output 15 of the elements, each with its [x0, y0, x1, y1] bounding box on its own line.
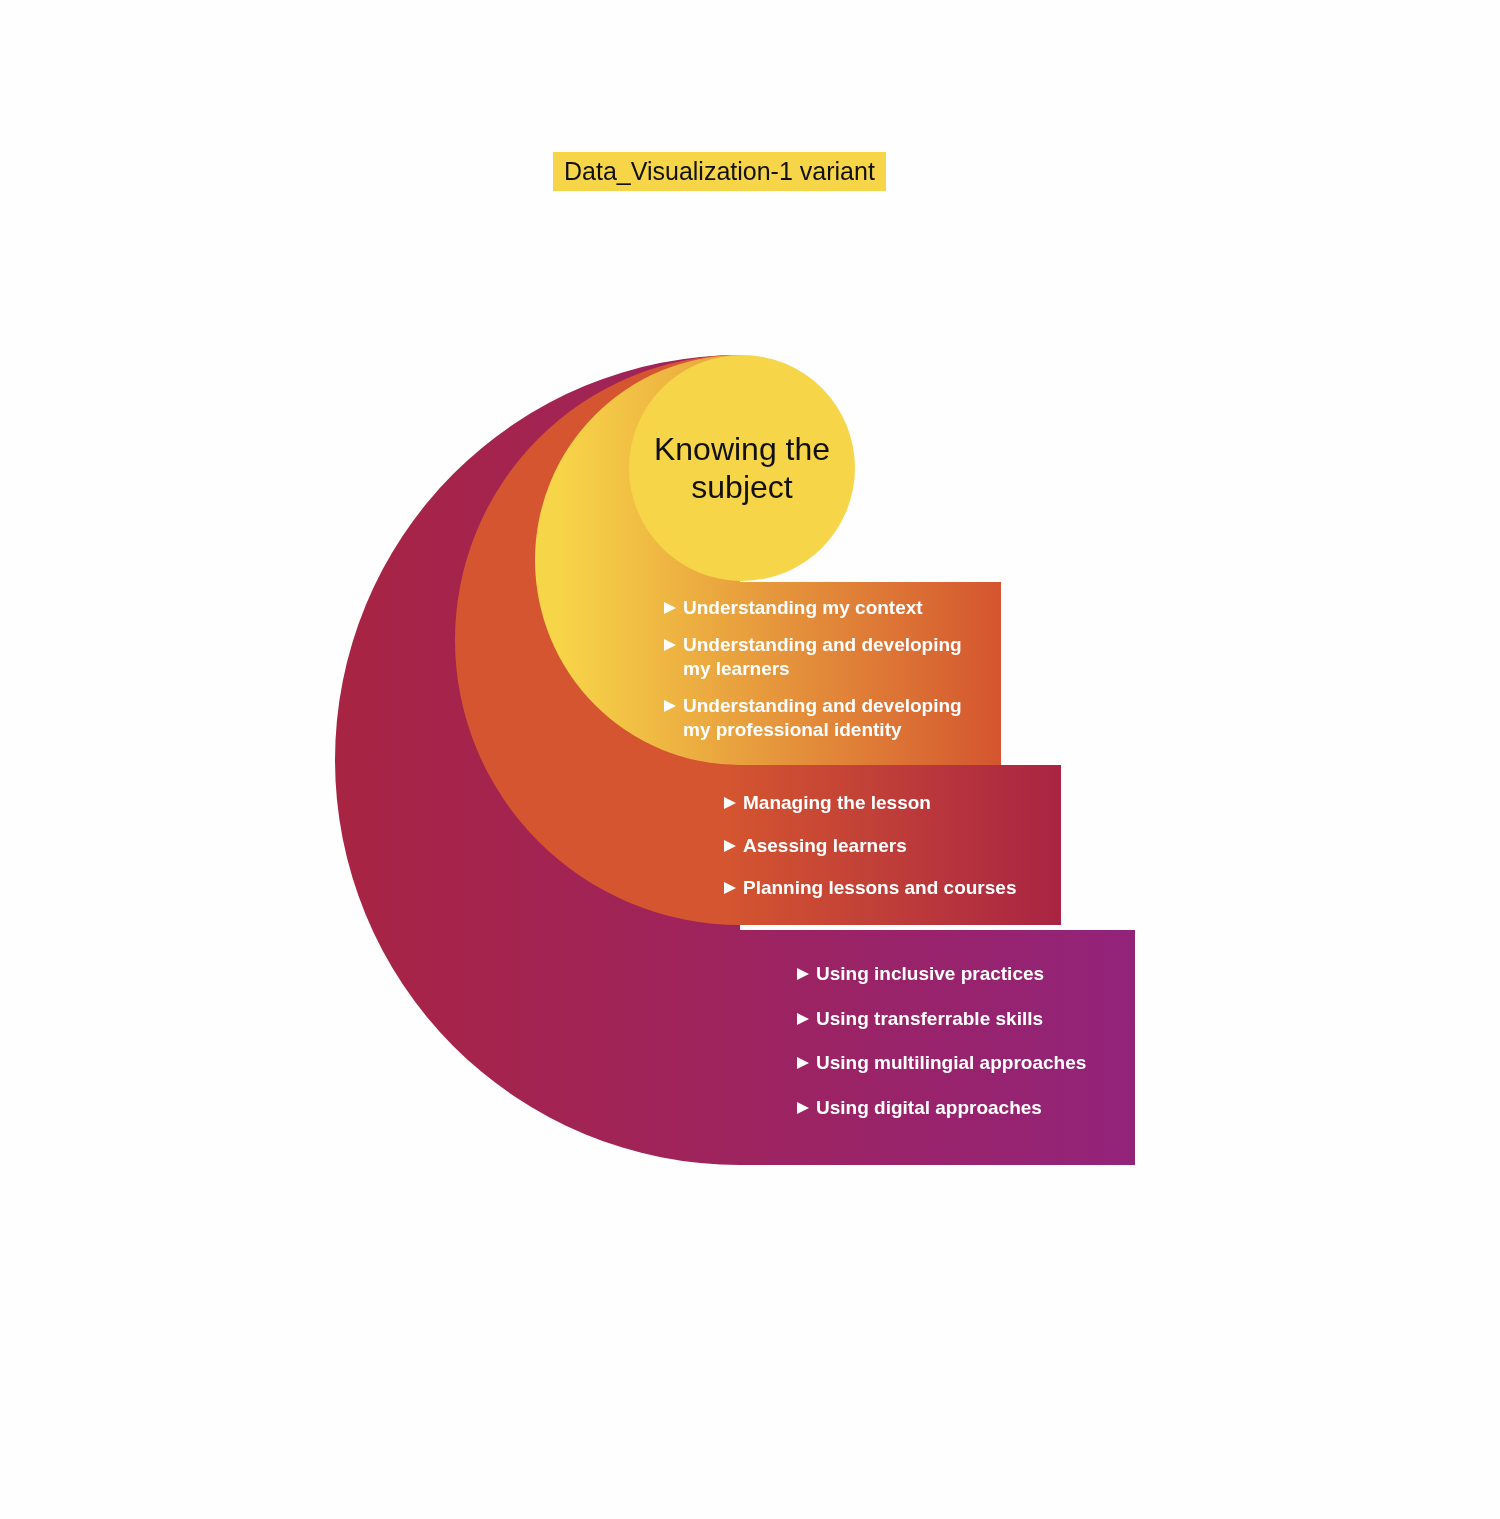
band-shape [535, 355, 1001, 765]
band-shape [455, 355, 1061, 925]
circle-label: Knowing the subject [652, 430, 832, 506]
bullet-text: Using digital approaches [816, 1096, 1042, 1120]
bullet-text: Using inclusive practices [816, 962, 1045, 986]
bullet-text: Understanding and developing my learners [683, 633, 963, 681]
title-label: Data_Visualization-1 variant [553, 152, 886, 191]
band-shape [335, 355, 1135, 1165]
bullet-text: Managing the lesson [743, 791, 931, 815]
bullet-text: Using transferrable skills [816, 1007, 1044, 1031]
bullet-text: Understanding my context [683, 596, 923, 620]
bullet-text: Planning lessons and courses [743, 876, 1017, 900]
bullet-text: Understanding and developing my professional identity [683, 694, 963, 742]
bullet-text: Asessing learners [743, 834, 907, 858]
bullet-text: Using multilingial approaches [816, 1051, 1087, 1075]
